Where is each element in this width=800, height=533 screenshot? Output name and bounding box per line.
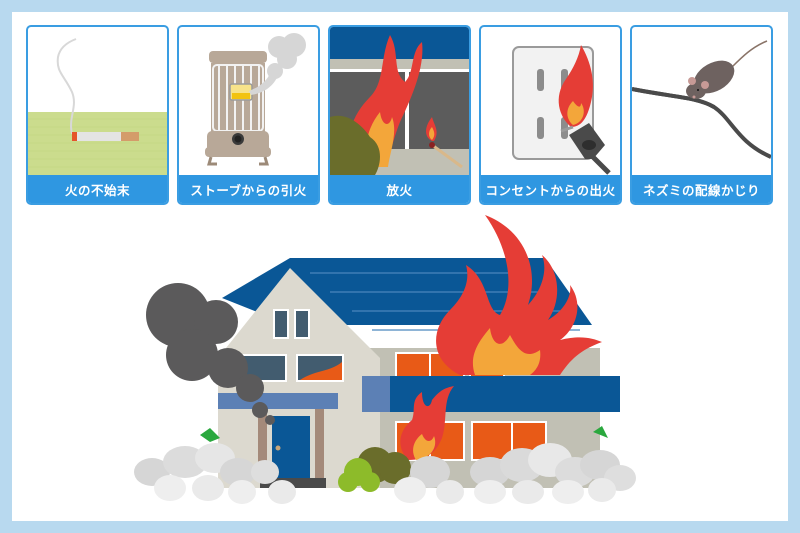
- card-outlet-fire: コンセントからの出火: [479, 25, 622, 205]
- burning-house-scene: [130, 210, 670, 510]
- card-stove-ignition: ストーブからの引火: [177, 25, 320, 205]
- arson-icon: [330, 27, 469, 175]
- trash-bags-left: [134, 443, 296, 504]
- card-label: ネズミの配線かじり: [632, 175, 771, 203]
- card-arson: 放火: [328, 25, 471, 205]
- mouse-wire-icon: [632, 40, 771, 159]
- cigarette-icon: [28, 38, 167, 175]
- card-mouse-wiring: ネズミの配線かじり: [630, 25, 773, 205]
- trash-bags-right: [394, 443, 636, 504]
- smoke: [146, 283, 275, 425]
- fire-causes-cards: 火の不始末 ストーブからの引火: [26, 25, 776, 205]
- burning-house-illustration: [134, 215, 636, 504]
- stove-icon: [205, 33, 306, 166]
- outlet-fire-icon: [512, 45, 611, 175]
- card-label: 火の不始末: [28, 175, 167, 203]
- card-label: ストーブからの引火: [179, 175, 318, 203]
- roof-flame: [436, 215, 602, 375]
- card-label: 放火: [330, 175, 469, 203]
- window-flame: [400, 386, 454, 460]
- card-label: コンセントからの出火: [481, 175, 620, 203]
- card-careless-fire: 火の不始末: [26, 25, 169, 205]
